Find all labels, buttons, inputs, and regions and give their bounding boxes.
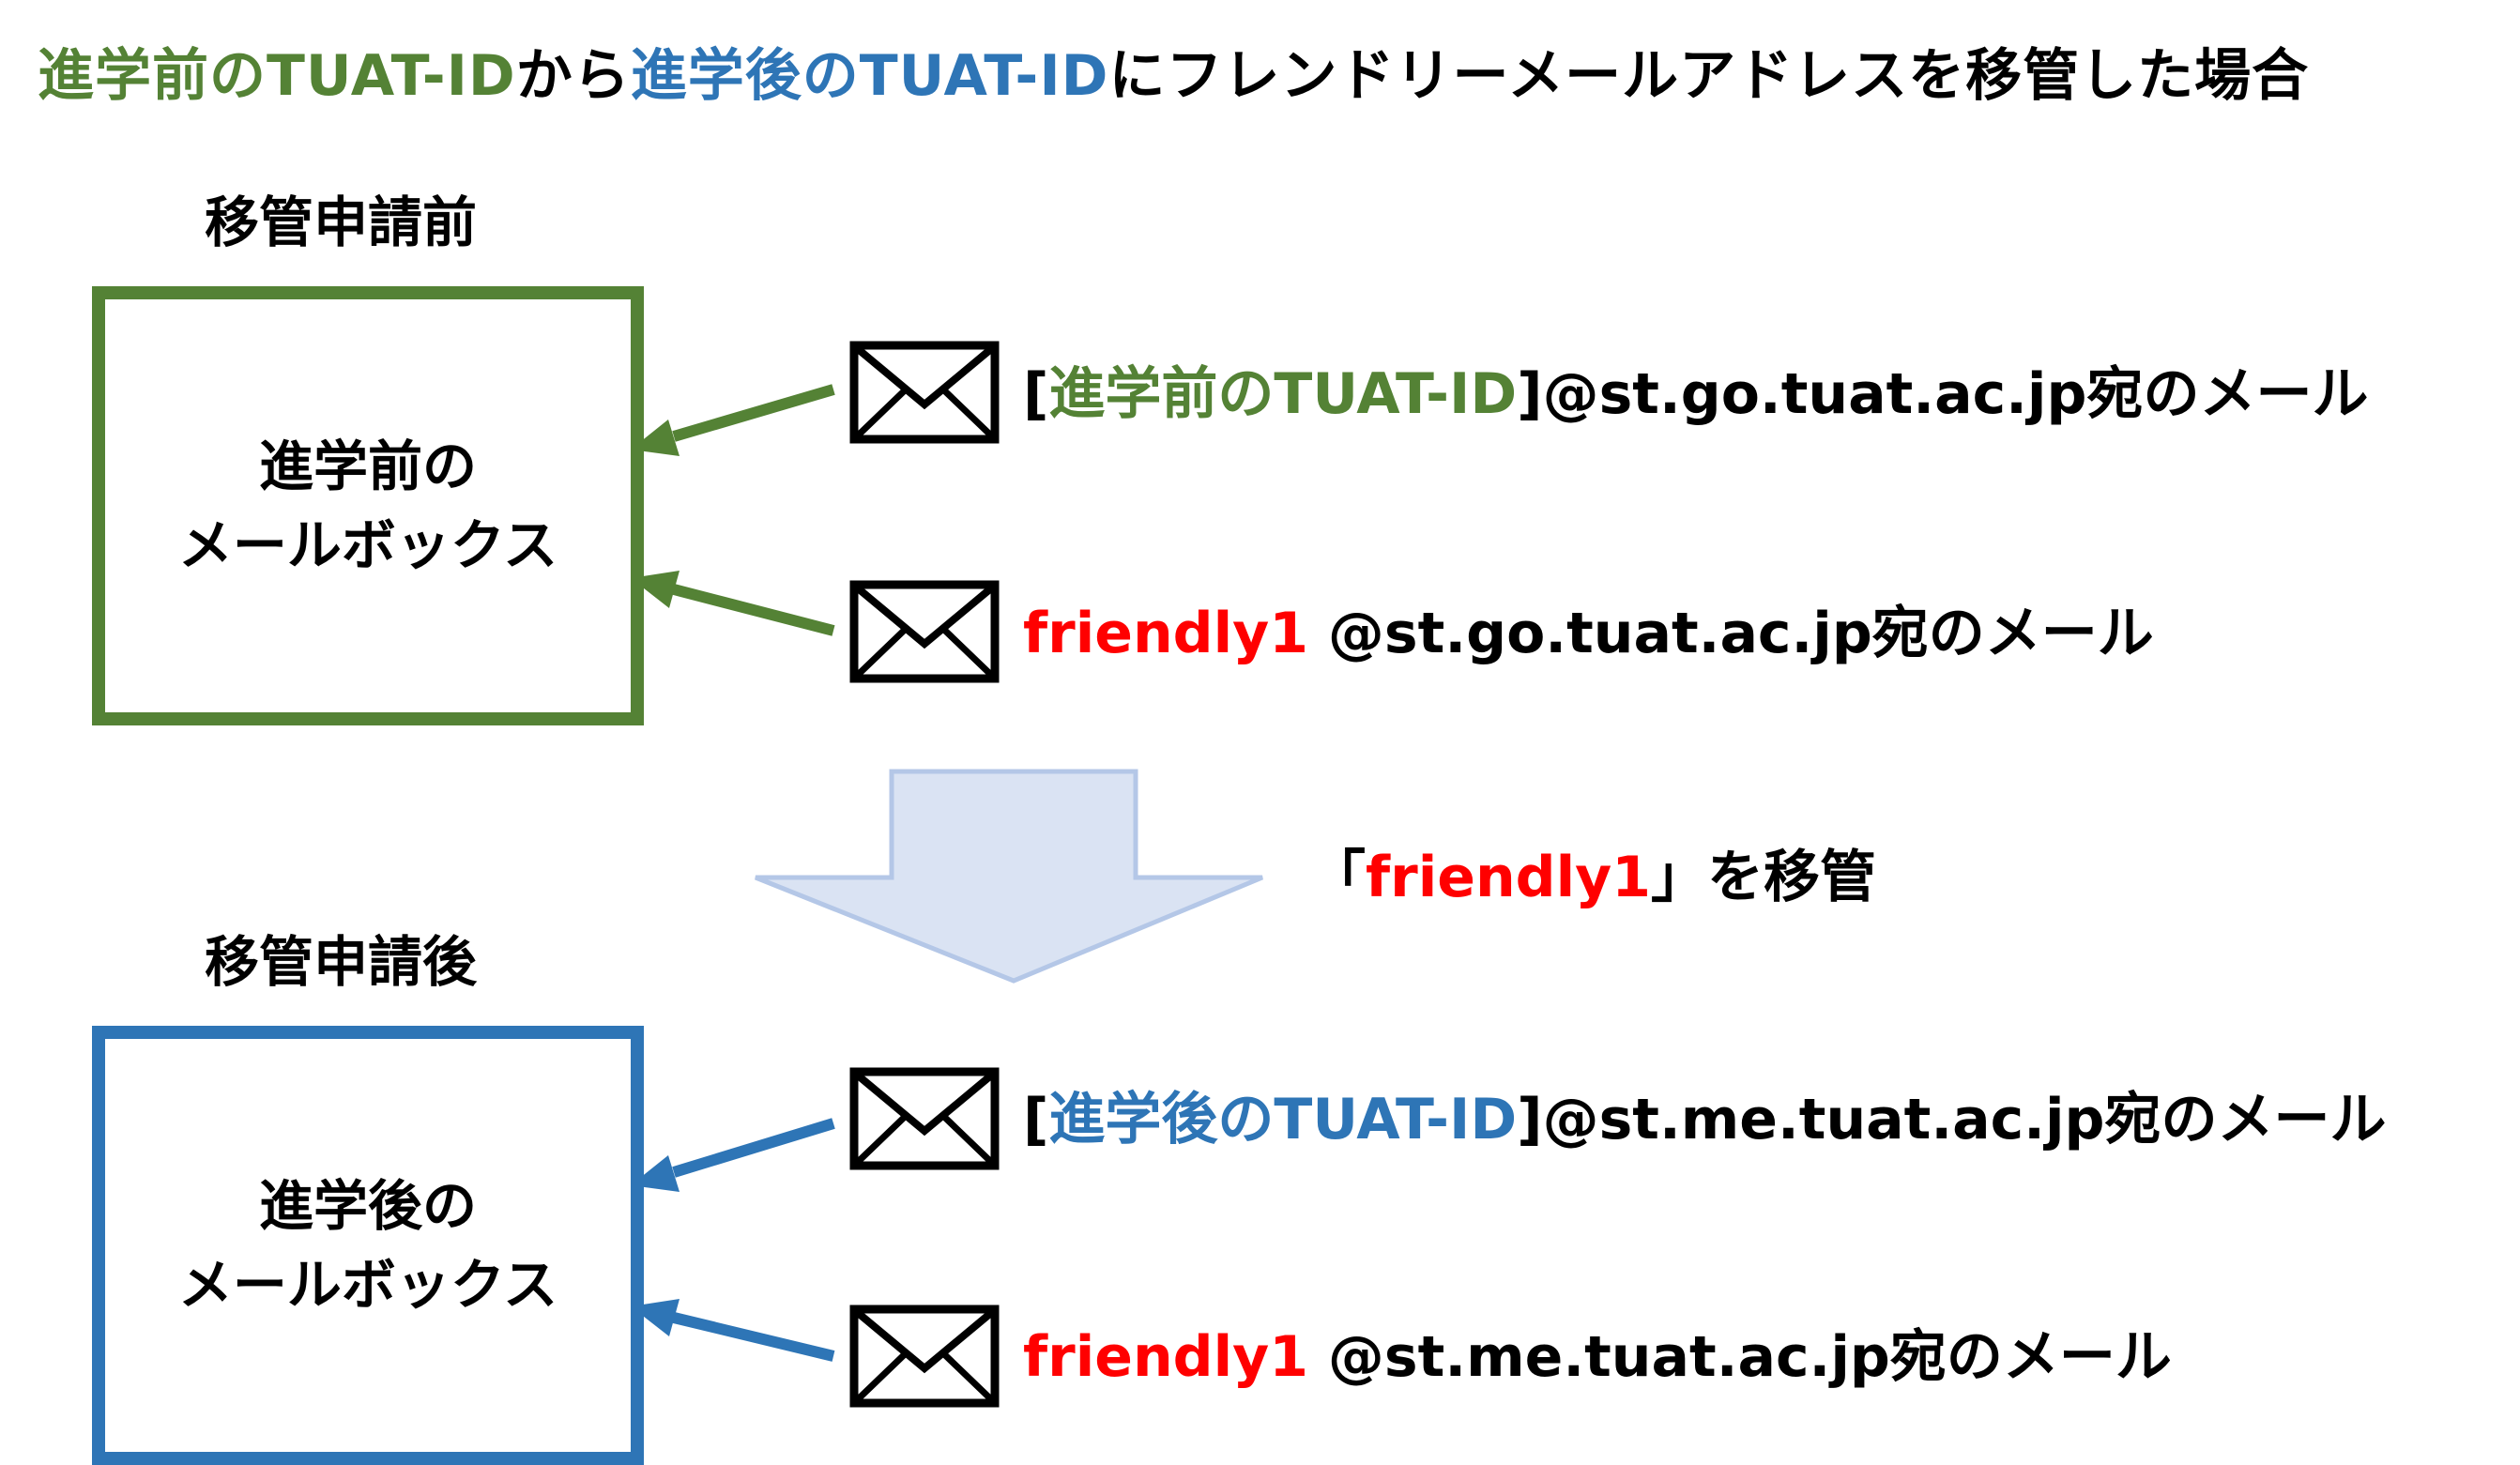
envelope-icon: [849, 1067, 1000, 1170]
connector-after-2: [631, 1299, 835, 1362]
mail-before-2: friendly1 @st.go.tuat.ac.jp宛のメール: [1023, 601, 2154, 666]
page-title: 進学前のTUAT-IDから進学後のTUAT-IDにフレンドリーメールアドレスを移…: [38, 34, 2309, 118]
after-label: 移管申請後: [205, 930, 478, 994]
title-after-id: 進学後のTUAT-ID: [630, 43, 1109, 109]
mail-before-1: [進学前のTUAT-ID]@st.go.tuat.ac.jp宛のメール: [1023, 361, 2369, 427]
envelope-icon: [849, 1305, 1000, 1408]
down-arrow-icon: [755, 769, 1263, 984]
mailbox-after: 進学後の メールボックス: [92, 1026, 644, 1465]
before-label: 移管申請前: [205, 191, 478, 254]
connector-before-1: [631, 384, 835, 456]
title-rest: にフレンドリーメールアドレスを移管した場合: [1108, 43, 2310, 109]
mailbox-after-label: 進学後の メールボックス: [177, 1174, 558, 1317]
mail-after-1: [進学後のTUAT-ID]@st.me.tuat.ac.jp宛のメール: [1023, 1087, 2387, 1152]
mail-after-2: friendly1 @st.me.tuat.ac.jp宛のメール: [1023, 1324, 2172, 1390]
connector-before-2: [631, 571, 835, 636]
transfer-label: 「friendly1」を移管: [1309, 845, 1877, 910]
mailbox-before: 進学前の メールボックス: [92, 286, 644, 725]
connector-after-1: [631, 1118, 835, 1192]
envelope-icon: [849, 341, 1000, 444]
mailbox-before-label: 進学前の メールボックス: [177, 435, 558, 577]
title-from: から: [515, 43, 631, 109]
title-before-id: 進学前のTUAT-ID: [38, 43, 516, 109]
envelope-icon: [849, 580, 1000, 683]
